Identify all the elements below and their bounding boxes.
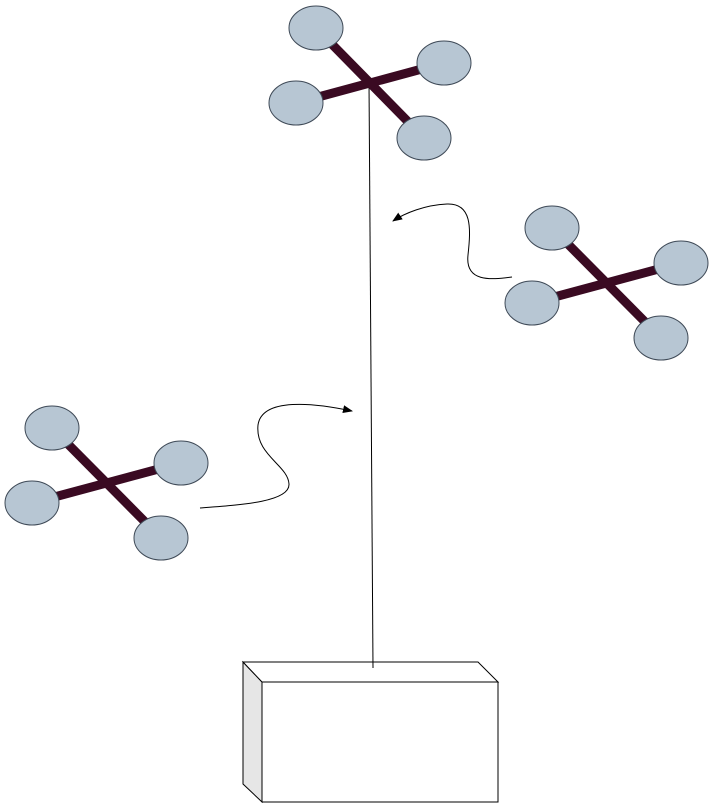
tether-line [368,81,374,669]
approaching-drone-right [504,205,709,361]
box-top-face [241,661,500,683]
rotor [288,5,344,51]
rotor [133,515,189,561]
rotor [504,280,560,326]
rotor [4,480,60,526]
tethered-drone [268,5,472,161]
ground-station-box [241,660,500,803]
approaching-drone-left [4,405,209,561]
rotor [653,240,709,286]
rotor [24,405,80,451]
rotor [153,440,209,486]
box-front-face [261,681,499,803]
approach-arrow-left [199,403,353,509]
rotor [396,115,452,161]
approach-arrow-right [392,203,513,280]
rotor [633,315,689,361]
rotor [524,205,580,251]
rotor [268,80,324,126]
box-side-face [242,660,263,803]
rotor [416,40,472,86]
